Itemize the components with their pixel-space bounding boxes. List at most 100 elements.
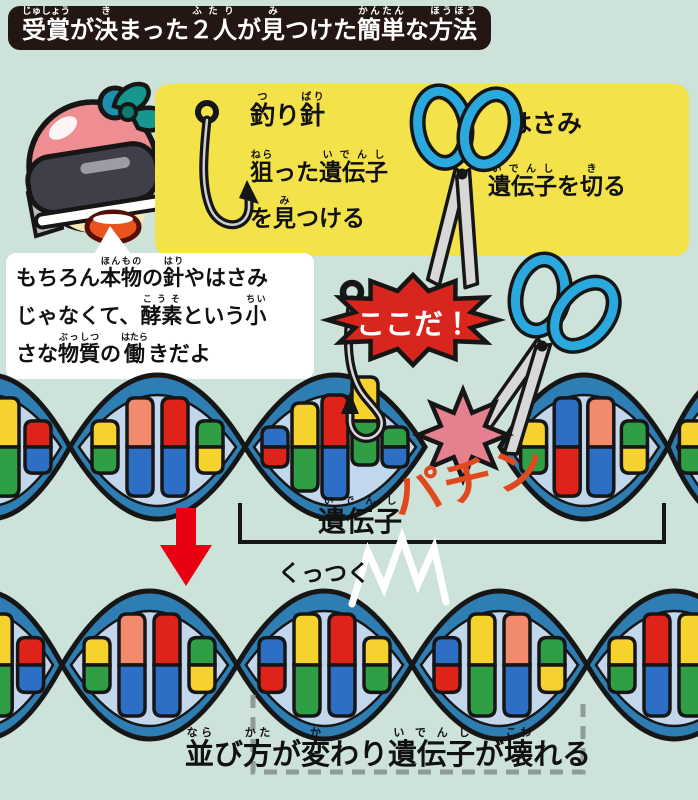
gene-bar-top (327, 612, 357, 667)
dna-ribbon-inner (675, 411, 698, 487)
gene-bar-top (187, 635, 217, 667)
dna-ribbon-inner (69, 609, 230, 728)
dna-ribbon-inner (594, 609, 698, 728)
visor-streak (80, 156, 130, 174)
gene-bar-bottom (160, 445, 190, 498)
gene-bar-top (537, 635, 567, 667)
scissors-tool-name: はさみ (507, 109, 583, 138)
stick-label: くっつく (278, 561, 370, 587)
gene-bar-bottom (552, 445, 582, 498)
gene-bar-top (362, 635, 392, 667)
bow-knot (118, 102, 138, 122)
dna-ribbon-inner (0, 394, 63, 507)
hook-tool-name: 釣つり針ばり (250, 92, 326, 130)
gene-bar-bottom (90, 445, 120, 475)
dna-ribbon (0, 591, 65, 739)
gene-bar-top (607, 635, 637, 667)
gene-bar-bottom (619, 445, 650, 475)
dna-ribbon-inner (77, 393, 238, 508)
gene-bar-top (82, 635, 112, 667)
dna-ribbon-inner (0, 612, 55, 724)
gene-bar-bottom (292, 663, 322, 718)
callout-text: ここだ！ (355, 307, 472, 341)
gene-bar-bottom (502, 663, 532, 718)
gene-bar-top (257, 635, 287, 667)
gene-bar-bottom (257, 663, 287, 695)
gene-bar-bottom (117, 663, 147, 718)
bubble-line-2: じゃなくて、酵素こうそという小ちい (16, 295, 267, 329)
gene-bar-bottom (0, 445, 21, 498)
gene-bar-bottom (350, 419, 380, 467)
scissors-tool-desc: 遺伝子いでんしを切きる (488, 164, 626, 200)
gene-bar-bottom (467, 663, 497, 718)
gene-bar-bottom (260, 445, 290, 469)
dna-ribbon (0, 373, 73, 521)
gene-bar-top (586, 396, 616, 449)
gene-bar-bottom (586, 445, 616, 498)
teeth (93, 214, 133, 224)
gene-bar-bottom (362, 663, 392, 695)
helmet-highlight (48, 116, 78, 140)
speech-bubble: もちろん本物ほんものの針はりやはさみ じゃなくて、酵素こうそという小ちい さな物… (6, 253, 314, 380)
gene-bar-bottom (195, 445, 225, 475)
gene-bar-top (117, 612, 147, 667)
gene-bar-top (0, 612, 14, 667)
gene-label: 遺伝子いでんし (317, 496, 402, 538)
gene-bar-top (23, 419, 53, 449)
gene-bar-top (677, 419, 698, 449)
gene-bar-top (642, 612, 672, 667)
gene-bar-top (350, 375, 380, 423)
dna-ribbon (67, 372, 248, 522)
hook-barb (239, 180, 259, 204)
hook-tool-desc-line2: を見みつける (250, 196, 365, 232)
gene-bar-bottom (15, 663, 46, 695)
tool-explainer-box: 釣つり針ばり 狙ねらった遺伝子いでんし を見みつける はさみ 遺伝子いでんしを切… (155, 84, 689, 256)
gene-bar-bottom (290, 445, 320, 493)
gene-bar-top (380, 425, 410, 449)
dna-ribbon (665, 389, 698, 505)
gene-bar-bottom (607, 663, 637, 695)
gene-bar-top (195, 419, 225, 449)
gene-bar-top (15, 635, 46, 667)
gene-bar-top (467, 612, 497, 667)
gene-bar-bottom (23, 445, 53, 475)
bubble-line-3: さな物質ぶっしつの働はたらきだよ (16, 333, 211, 367)
dna-ribbon-inner (419, 609, 580, 728)
gene-bar-top (125, 396, 155, 449)
gene-bar-bottom (327, 663, 357, 718)
gene-bar-bottom (677, 663, 698, 718)
gene-bar-top (90, 419, 120, 449)
gene-bar-top (292, 612, 322, 667)
gene-bar-top (152, 612, 182, 667)
gene-bar-top (160, 396, 190, 449)
dna-ribbon (409, 588, 590, 742)
speech-bubble-tail (92, 226, 134, 258)
bottom-caption: 並ならび方かたが変かわり遺伝子いでんしが壊こわれる (184, 726, 592, 771)
gene-bar-bottom (125, 445, 155, 498)
gene-bar-bottom (82, 663, 112, 695)
dna-ribbon-inner (244, 609, 405, 728)
gene-bar-bottom (677, 445, 698, 475)
gene-bar-bottom (642, 663, 672, 718)
gene-bar-bottom (152, 663, 182, 718)
gene-bar-top (260, 425, 290, 449)
gene-bar-top (0, 396, 21, 449)
gene-bar-bottom (537, 663, 567, 695)
hook-tool-desc-line1: 狙ねらった遺伝子いでんし (250, 150, 388, 186)
gene-bar-top (677, 612, 698, 667)
dna-ribbon (59, 588, 240, 742)
gene-bar-top (432, 635, 462, 667)
gene-bar-bottom (0, 663, 14, 718)
gene-bar-bottom (187, 663, 217, 695)
fishing-hook-icon (195, 100, 259, 230)
mascot-helmet-character (25, 81, 169, 245)
gene-bar-top (290, 401, 320, 449)
gene-bar-top (320, 393, 350, 449)
gene-bar-top (619, 419, 650, 449)
hook-core (202, 118, 251, 226)
dna-ribbon (584, 588, 698, 742)
down-arrow (160, 508, 212, 586)
gene-bar-top (502, 612, 532, 667)
dna-ribbon (234, 588, 415, 742)
